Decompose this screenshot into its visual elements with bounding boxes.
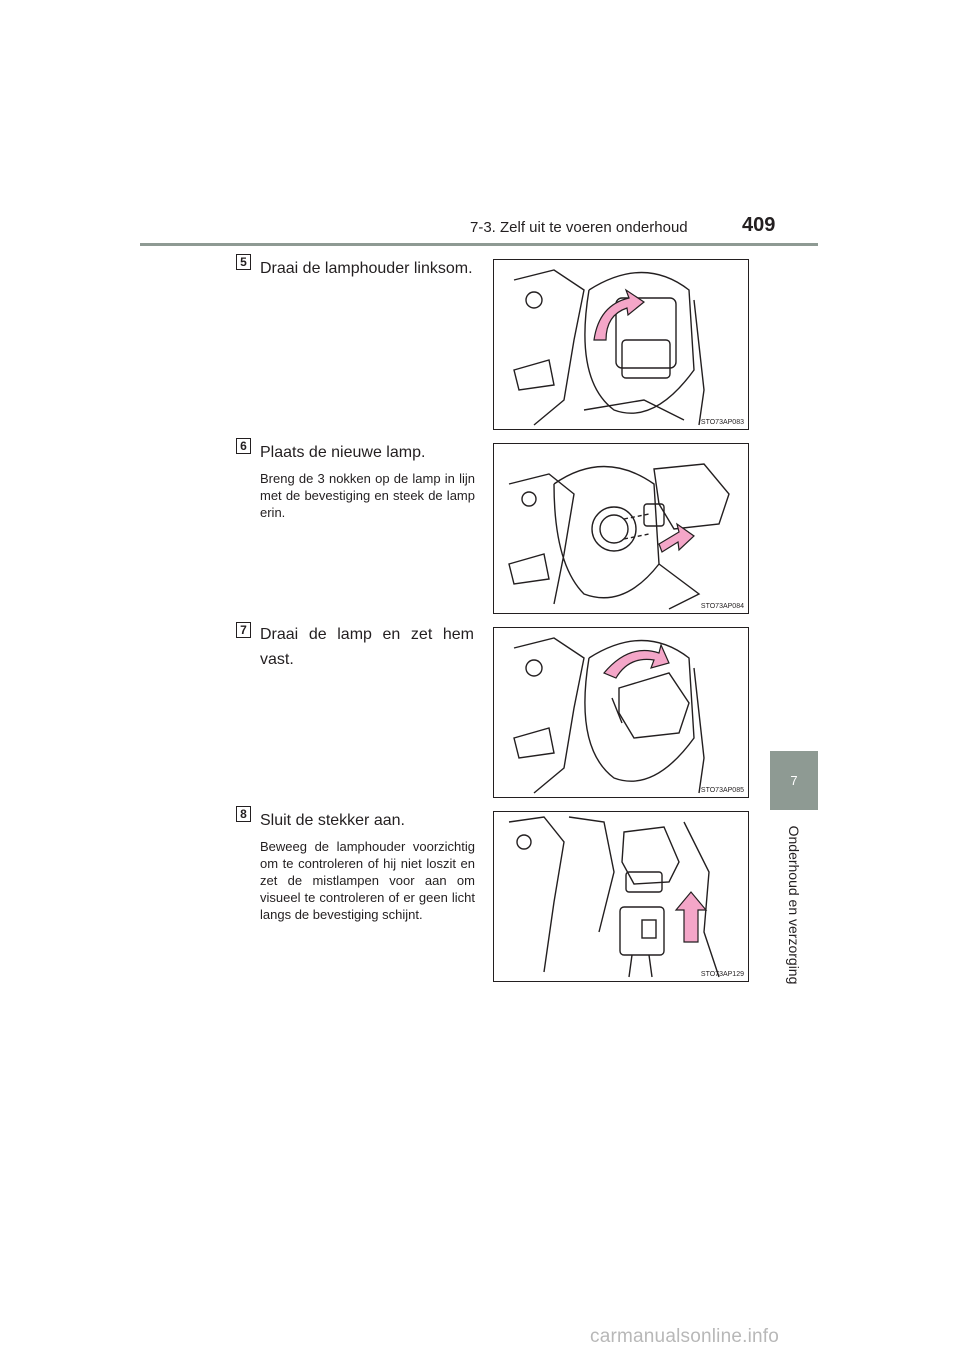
figure-step-8: STO73AP129: [493, 811, 749, 982]
chapter-title: Onderhoud en verzorging: [786, 825, 802, 985]
figure-step-7: STO73AP085: [493, 627, 749, 798]
page-number: 409: [742, 214, 776, 236]
step-number-8: 8: [236, 806, 251, 822]
figure-code: STO73AP085: [700, 787, 744, 794]
figure-code: STO73AP083: [700, 419, 744, 426]
step-body-6: Breng de 3 nokken op de lamp in lijn met…: [260, 471, 475, 520]
step-number-7: 7: [236, 622, 251, 638]
figure-code: STO73AP129: [700, 971, 744, 978]
figure-step-5: STO73AP083: [493, 259, 749, 430]
bulb-insert-illustration: [508, 463, 730, 610]
chapter-tab: 7: [770, 751, 818, 810]
figure-code: STO73AP084: [700, 603, 744, 610]
bulb-rotate-clockwise-illustration: [513, 637, 705, 794]
headlamp-rotate-counterclockwise-illustration: [513, 269, 705, 426]
step-body-8: Beweeg de lamphouder voorzichtig om te c…: [260, 839, 475, 922]
step-title-8: Sluit de stekker aan.: [260, 812, 405, 829]
step-title-7: Draai de lamp en zet hem vast.: [260, 626, 474, 668]
step-number-5: 5: [236, 254, 251, 270]
header-divider: [140, 243, 818, 246]
step-number-6: 6: [236, 438, 251, 454]
watermark: carmanualsonline.info: [590, 1326, 780, 1347]
figure-step-6: STO73AP084: [493, 443, 749, 614]
section-title: 7-3. Zelf uit te voeren onderhoud: [470, 219, 688, 236]
step-title-5: Draai de lamphouder linksom.: [260, 260, 473, 277]
connector-attach-illustration: [508, 816, 720, 978]
chapter-number: 7: [790, 773, 798, 788]
step-title-6: Plaats de nieuwe lamp.: [260, 444, 426, 461]
